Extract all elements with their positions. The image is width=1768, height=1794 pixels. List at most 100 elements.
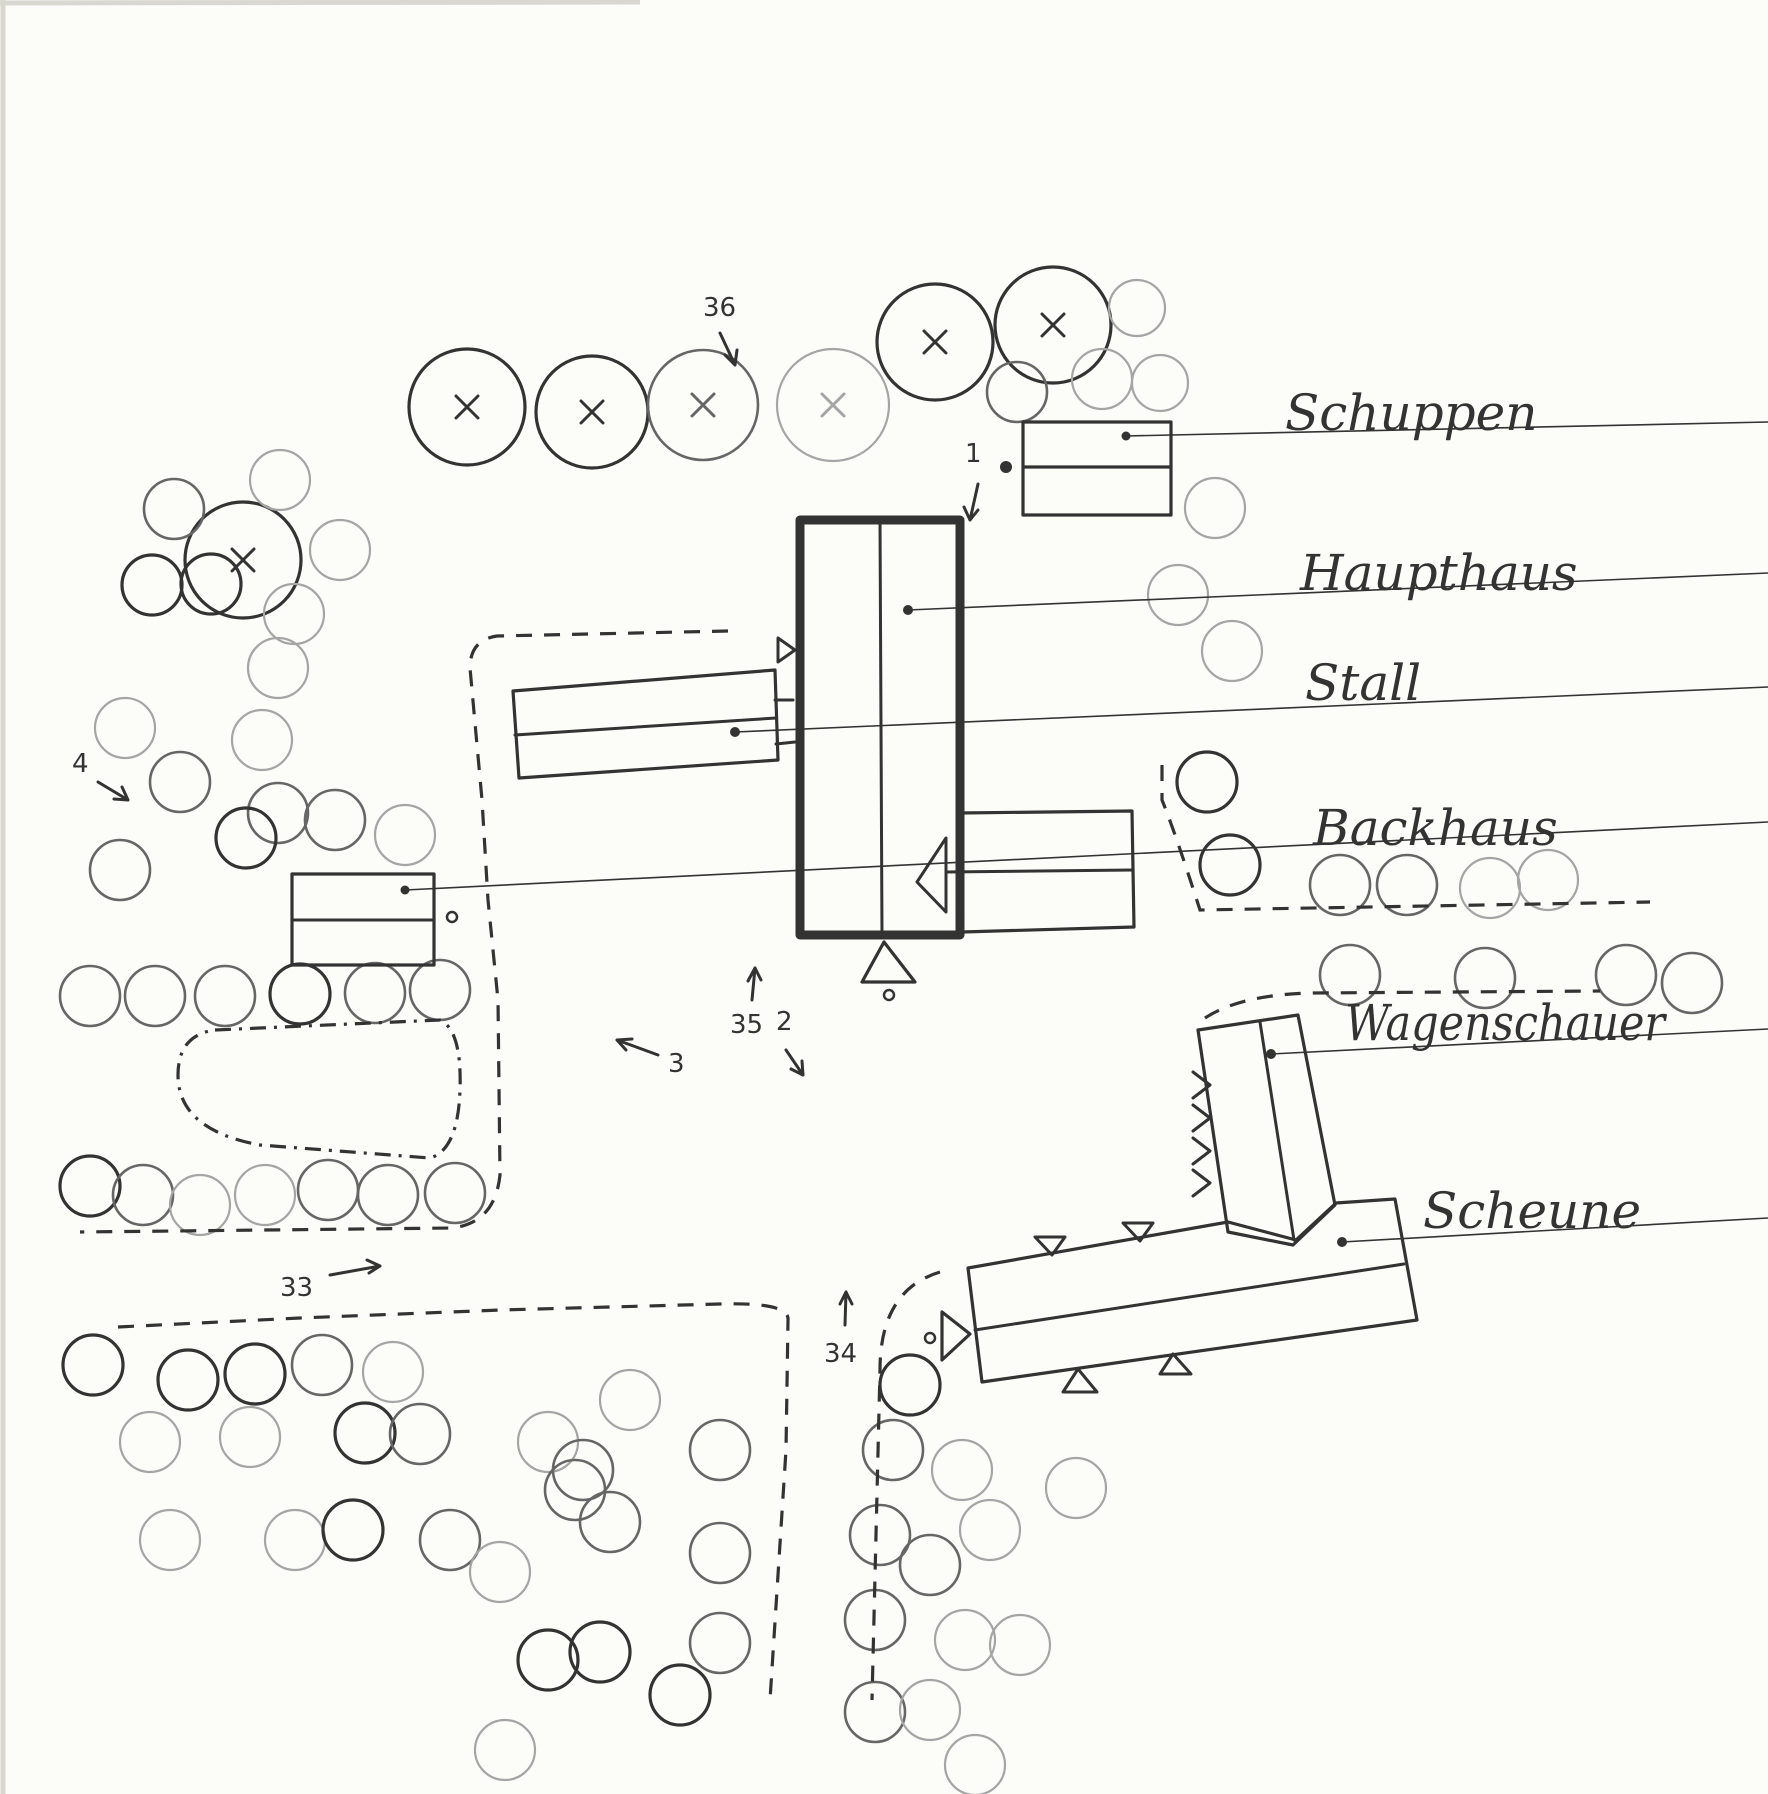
tree-symbol — [473, 1718, 537, 1782]
label-haupthaus: Haupthaus — [1299, 544, 1578, 602]
tree-symbol — [468, 1540, 532, 1604]
paper-edge — [0, 0, 641, 1794]
number-4: 4 — [72, 749, 89, 779]
label-stall: Stall — [1305, 654, 1421, 712]
tree-symbol — [1183, 476, 1247, 540]
schuppen-building — [1000, 420, 1173, 517]
tree-symbol — [233, 1163, 297, 1227]
tree-symbol — [156, 1348, 220, 1412]
tree-symbol — [418, 1508, 482, 1572]
number-34: 34 — [824, 1339, 857, 1369]
tree-symbol — [58, 1154, 122, 1218]
tree-symbol — [516, 1410, 580, 1474]
tree-symbol — [598, 1368, 662, 1432]
tree-symbol — [290, 1333, 354, 1397]
large-tree-symbol — [993, 265, 1113, 385]
tree-symbol — [988, 1613, 1052, 1677]
tree-symbol — [361, 1340, 425, 1404]
tree-symbol — [321, 1498, 385, 1562]
number-36: 36 — [703, 293, 736, 323]
number-3: 3 — [668, 1049, 685, 1079]
tree-symbol — [898, 1678, 962, 1742]
tree-symbol — [308, 518, 372, 582]
tree-symbol — [568, 1620, 632, 1684]
tree-symbol — [1044, 1456, 1108, 1520]
tree-symbol — [843, 1680, 907, 1744]
view-arrows — [96, 331, 980, 1327]
tree-symbol — [1200, 619, 1264, 683]
tree-symbol — [214, 806, 278, 870]
tree-symbol — [1660, 951, 1724, 1015]
tree-symbol — [303, 788, 367, 852]
tree-symbol — [246, 636, 310, 700]
tree-symbol — [1375, 853, 1439, 917]
tree-symbol — [1516, 848, 1580, 912]
tree-symbol — [111, 1163, 175, 1227]
tree-symbol — [943, 1733, 1007, 1794]
tree-symbol — [223, 1342, 287, 1406]
tree-symbol — [423, 1161, 487, 1225]
tree-symbol — [408, 958, 472, 1022]
building-labels: Schuppen Haupthaus Stall Backhaus Wagens… — [1285, 384, 1668, 1240]
label-wagenschauer: Wagenschauer — [1345, 994, 1668, 1052]
tree-symbol — [246, 781, 310, 845]
scheune-building — [923, 1197, 1419, 1394]
tree-symbol — [985, 360, 1049, 424]
tree-symbols — [58, 265, 1724, 1794]
tree-symbol — [1198, 833, 1262, 897]
tree-symbol — [516, 1628, 580, 1692]
backhaus-building — [290, 872, 459, 967]
tree-cross-mark — [579, 399, 605, 425]
tree-symbol — [373, 803, 437, 867]
tree-symbol — [168, 1173, 232, 1237]
tree-symbol — [296, 1158, 360, 1222]
tree-symbol — [262, 582, 326, 646]
tree-symbol — [343, 961, 407, 1025]
tree-symbol — [138, 1508, 202, 1572]
wagenschauer-building — [1191, 1013, 1337, 1247]
large-tree-symbol — [646, 348, 760, 462]
large-tree-symbol — [875, 282, 995, 402]
tree-symbol — [1594, 943, 1658, 1007]
tree-cross-mark — [1040, 312, 1066, 338]
tree-symbol — [58, 964, 122, 1028]
leader-lines — [404, 421, 1768, 1243]
tree-symbol — [263, 1508, 327, 1572]
tree-symbol — [1308, 853, 1372, 917]
view-numbers: 36 1 4 3 35 2 33 34 — [72, 293, 982, 1369]
tree-symbol — [118, 1410, 182, 1474]
tree-symbol — [1146, 563, 1210, 627]
number-1: 1 — [965, 439, 982, 469]
number-2: 2 — [776, 1007, 793, 1037]
tree-symbol — [61, 1333, 125, 1397]
large-tree-symbol — [183, 500, 303, 620]
number-35: 35 — [730, 1010, 763, 1040]
tree-symbol — [193, 964, 257, 1028]
large-tree-symbol — [775, 347, 891, 463]
tree-symbol — [578, 1490, 642, 1554]
tree-cross-mark — [454, 394, 480, 420]
tree-symbol — [898, 1533, 962, 1597]
tree-symbol — [878, 1353, 942, 1417]
tree-symbol — [1453, 946, 1517, 1010]
tree-cross-mark — [922, 329, 948, 355]
tree-symbol — [848, 1503, 912, 1567]
tree-symbol — [388, 1402, 452, 1466]
tree-symbol — [543, 1458, 607, 1522]
tree-symbol — [230, 708, 294, 772]
tree-symbol — [120, 553, 184, 617]
tree-symbol — [688, 1521, 752, 1585]
label-backhaus: Backhaus — [1312, 799, 1558, 857]
haupthaus-building — [776, 515, 965, 1002]
tree-symbol — [648, 1663, 712, 1727]
tree-symbol — [1318, 943, 1382, 1007]
tree-symbol — [688, 1418, 752, 1482]
dashed-paths — [79, 629, 1651, 1701]
tree-symbol — [93, 696, 157, 760]
tree-symbol — [142, 477, 206, 541]
tree-symbol — [930, 1438, 994, 1502]
tree-symbol — [248, 448, 312, 512]
number-33: 33 — [280, 1273, 313, 1303]
tree-symbol — [123, 964, 187, 1028]
